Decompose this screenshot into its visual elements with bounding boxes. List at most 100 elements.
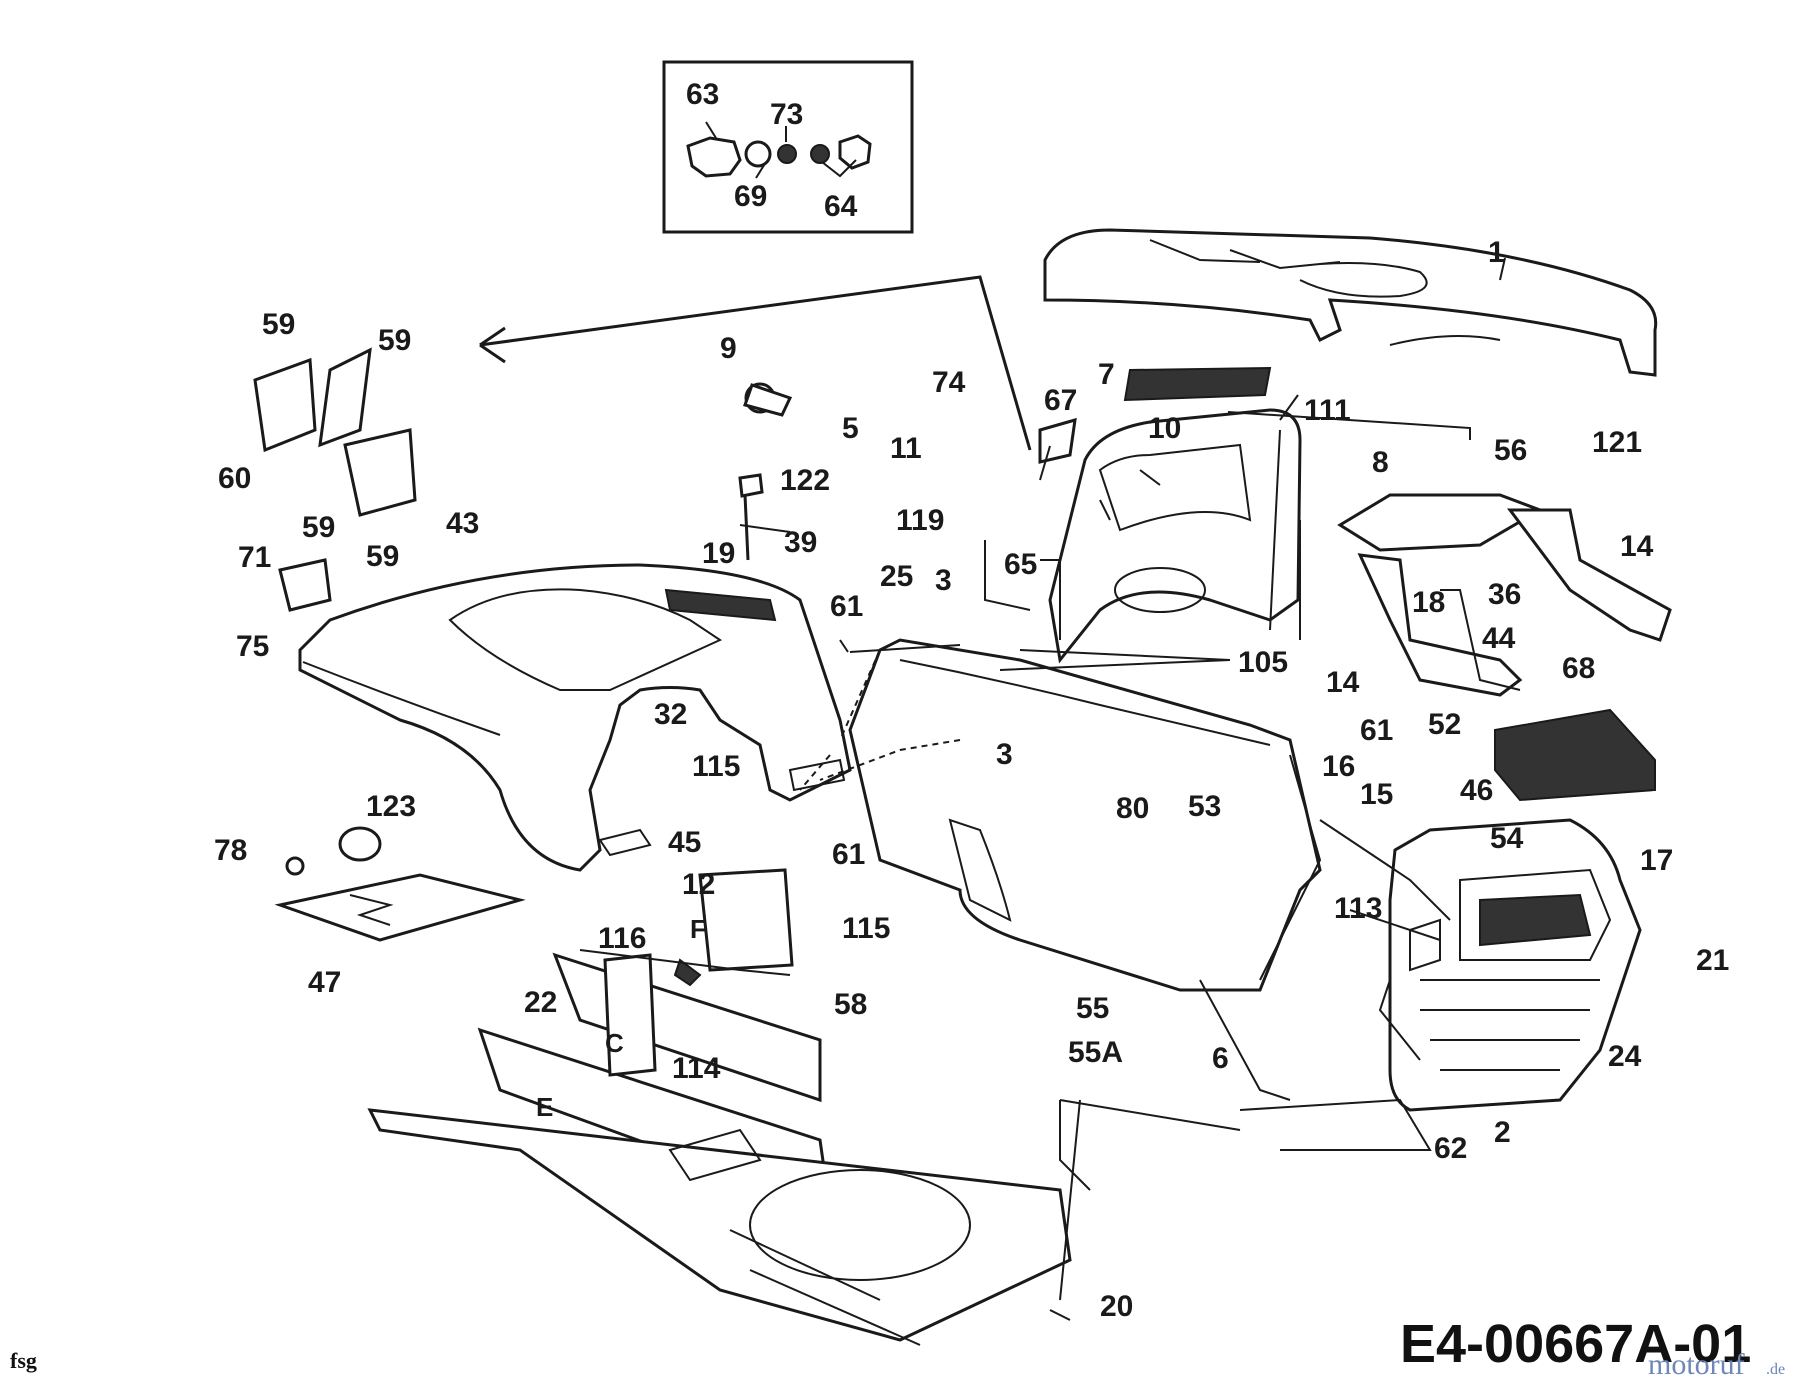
label-80: 80 bbox=[1116, 792, 1149, 825]
label-24: 24 bbox=[1608, 1040, 1642, 1073]
label-10: 10 bbox=[1148, 412, 1181, 445]
label-61c: 61 bbox=[1360, 714, 1393, 747]
label-2: 2 bbox=[1494, 1116, 1511, 1149]
label-39: 39 bbox=[784, 526, 817, 559]
label-71: 71 bbox=[238, 541, 271, 574]
label-3a: 3 bbox=[935, 564, 952, 597]
inset-washer bbox=[744, 140, 772, 168]
label-21: 21 bbox=[1696, 944, 1729, 977]
label-113: 113 bbox=[1334, 892, 1382, 925]
drawing-code: E4-00667A-01 bbox=[1400, 1314, 1751, 1374]
plug bbox=[285, 856, 305, 876]
label-115b: 115 bbox=[842, 912, 890, 945]
label-122: 122 bbox=[780, 464, 830, 497]
inset-switch-housing bbox=[686, 136, 742, 178]
label-3b: 3 bbox=[996, 738, 1013, 771]
front-panel bbox=[848, 638, 1322, 992]
label-9: 9 bbox=[720, 332, 737, 365]
support-brackets bbox=[1337, 493, 1672, 697]
inset-label-3: 64 bbox=[824, 190, 858, 223]
label-62: 62 bbox=[1434, 1132, 1467, 1165]
label-6: 6 bbox=[1212, 1042, 1229, 1075]
label-5: 5 bbox=[842, 412, 859, 445]
grille-assembly bbox=[1388, 708, 1656, 1112]
hood-vent-grille bbox=[1123, 366, 1272, 402]
grille-insert bbox=[1494, 708, 1656, 802]
label-114: 114 bbox=[672, 1052, 721, 1085]
label-60: 60 bbox=[218, 462, 251, 495]
label-53: 53 bbox=[1188, 790, 1221, 823]
label-65: 65 bbox=[1004, 548, 1037, 581]
label-61b: 61 bbox=[832, 838, 865, 871]
label-55a: 55A bbox=[1068, 1036, 1123, 1069]
label-52: 52 bbox=[1428, 708, 1461, 741]
chassis-frame bbox=[367, 868, 1072, 1346]
label-115a: 115 bbox=[692, 750, 740, 783]
label-45: 45 bbox=[668, 826, 701, 859]
hinge-plate bbox=[278, 558, 332, 612]
label-61a: 61 bbox=[830, 590, 863, 623]
label-19: 19 bbox=[702, 537, 735, 570]
label-12: 12 bbox=[682, 868, 715, 901]
label-75: 75 bbox=[236, 630, 269, 663]
label-17: 17 bbox=[1640, 844, 1673, 877]
ref-mark-f: F bbox=[690, 914, 706, 944]
footer-initials: fsg bbox=[10, 1348, 37, 1373]
label-47: 47 bbox=[308, 966, 341, 999]
label-55: 55 bbox=[1076, 992, 1109, 1025]
cap bbox=[338, 826, 382, 862]
throttle-plate bbox=[664, 588, 777, 622]
label-20: 20 bbox=[1100, 1290, 1133, 1323]
label-43: 43 bbox=[446, 507, 479, 540]
inset-label-1: 73 bbox=[770, 98, 803, 131]
left-side-parts bbox=[253, 347, 1077, 612]
label-7: 7 bbox=[1098, 358, 1115, 391]
label-56: 56 bbox=[1494, 434, 1527, 467]
label-14a: 14 bbox=[1620, 530, 1654, 563]
inset-nut-2 bbox=[810, 144, 830, 164]
label-18: 18 bbox=[1412, 586, 1445, 619]
label-78: 78 bbox=[214, 834, 247, 867]
hood bbox=[1043, 228, 1658, 377]
label-121: 121 bbox=[1592, 426, 1642, 459]
footrest-mat bbox=[274, 873, 526, 942]
label-68: 68 bbox=[1562, 652, 1595, 685]
label-32: 32 bbox=[654, 698, 687, 731]
inset-label-2: 69 bbox=[734, 180, 767, 213]
label-105: 105 bbox=[1238, 646, 1288, 679]
label-74: 74 bbox=[932, 366, 966, 399]
ref-mark-c: C bbox=[605, 1028, 624, 1058]
label-46: 46 bbox=[1460, 774, 1493, 807]
label-15: 15 bbox=[1360, 778, 1393, 811]
leader-lines bbox=[479, 257, 1521, 1321]
label-14b: 14 bbox=[1326, 666, 1360, 699]
watermark-suffix: .de bbox=[1766, 1361, 1785, 1378]
label-1: 1 bbox=[1488, 236, 1505, 269]
label-58: 58 bbox=[834, 988, 867, 1021]
ref-mark-e: E bbox=[536, 1092, 553, 1122]
bracket-12 bbox=[698, 868, 794, 972]
label-111: 111 bbox=[1304, 394, 1351, 427]
label-44: 44 bbox=[1482, 622, 1516, 655]
switch-housing bbox=[1038, 417, 1077, 464]
inset-detail-box: 63 73 69 64 bbox=[662, 60, 914, 234]
inset-nut bbox=[777, 144, 797, 164]
label-22: 22 bbox=[524, 986, 557, 1019]
label-59d: 59 bbox=[366, 540, 399, 573]
dash-panel bbox=[1048, 366, 1302, 664]
reference-marks: C E F bbox=[536, 914, 706, 1122]
label-59b: 59 bbox=[378, 324, 411, 357]
label-54: 54 bbox=[1490, 822, 1524, 855]
label-8: 8 bbox=[1372, 446, 1389, 479]
watermark-brand: motoruf bbox=[1648, 1348, 1745, 1381]
floor-parts bbox=[274, 826, 526, 942]
label-119: 119 bbox=[896, 504, 944, 537]
label-123: 123 bbox=[366, 790, 416, 823]
seat-bracket-a bbox=[253, 357, 317, 453]
headlight-lens bbox=[1479, 893, 1592, 947]
seat-bracket-c bbox=[343, 428, 417, 517]
label-67: 67 bbox=[1044, 384, 1077, 417]
label-59a: 59 bbox=[262, 308, 295, 341]
label-11: 11 bbox=[890, 432, 922, 465]
